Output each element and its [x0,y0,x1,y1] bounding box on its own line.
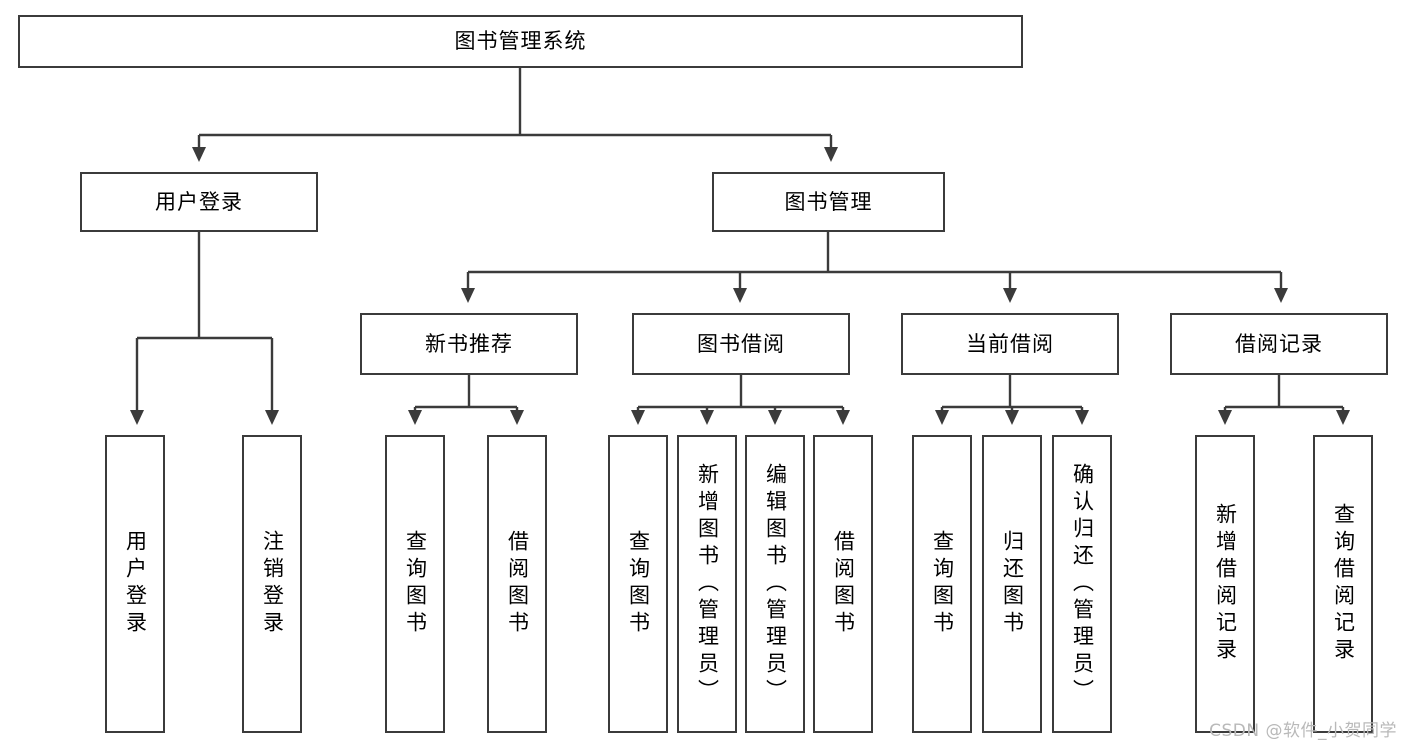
node-leaf-borrow-book-1[interactable]: 借阅图书 [487,435,547,733]
connector-arrowheads [130,147,1350,425]
node-leaf-user-login-label: 用户登录 [123,530,148,638]
node-leaf-borrow-book-1-label: 借阅图书 [505,530,530,638]
node-leaf-query-book-3-label: 查询图书 [930,530,955,638]
node-leaf-add-borrow-record[interactable]: 新增借阅记录 [1195,435,1255,733]
node-leaf-borrow-book-2[interactable]: 借阅图书 [813,435,873,733]
node-leaf-edit-book-admin[interactable]: 编辑图书（管理员） [745,435,805,733]
node-leaf-query-book-1[interactable]: 查询图书 [385,435,445,733]
node-leaf-query-book-1-label: 查询图书 [403,530,428,638]
node-book-manage-label: 图书管理 [784,189,873,214]
node-leaf-borrow-book-2-label: 借阅图书 [831,530,856,638]
node-leaf-add-book-admin-label: 新增图书（管理员） [695,462,720,706]
node-leaf-user-login[interactable]: 用户登录 [105,435,165,733]
node-leaf-confirm-return-admin[interactable]: 确认归还（管理员） [1052,435,1112,733]
node-leaf-confirm-return-admin-label: 确认归还（管理员） [1070,462,1095,706]
node-new-book-recommend[interactable]: 新书推荐 [360,313,578,375]
node-leaf-query-book-2[interactable]: 查询图书 [608,435,668,733]
node-leaf-add-borrow-record-label: 新增借阅记录 [1213,503,1238,665]
node-leaf-query-borrow-record-label: 查询借阅记录 [1331,503,1356,665]
node-leaf-query-book-2-label: 查询图书 [626,530,651,638]
node-leaf-query-book-3[interactable]: 查询图书 [912,435,972,733]
node-leaf-return-book[interactable]: 归还图书 [982,435,1042,733]
node-book-borrow[interactable]: 图书借阅 [632,313,850,375]
node-leaf-query-borrow-record[interactable]: 查询借阅记录 [1313,435,1373,733]
node-leaf-return-book-label: 归还图书 [1000,530,1025,638]
node-leaf-edit-book-admin-label: 编辑图书（管理员） [763,462,788,706]
watermark: CSDN @软件_小贺同学 [1209,721,1397,741]
node-leaf-user-logout-label: 注销登录 [260,530,285,638]
node-user-login[interactable]: 用户登录 [80,172,318,232]
node-leaf-user-logout[interactable]: 注销登录 [242,435,302,733]
node-leaf-add-book-admin[interactable]: 新增图书（管理员） [677,435,737,733]
node-root-label: 图书管理系统 [454,29,587,54]
node-root[interactable]: 图书管理系统 [18,15,1023,68]
node-borrow-record-label: 借阅记录 [1235,331,1323,356]
node-user-login-label: 用户登录 [155,189,243,214]
node-book-borrow-label: 图书借阅 [697,331,785,356]
node-borrow-record[interactable]: 借阅记录 [1170,313,1388,375]
node-new-book-recommend-label: 新书推荐 [425,331,513,356]
node-current-borrow[interactable]: 当前借阅 [901,313,1119,375]
node-book-manage[interactable]: 图书管理 [712,172,945,232]
node-current-borrow-label: 当前借阅 [966,331,1054,356]
